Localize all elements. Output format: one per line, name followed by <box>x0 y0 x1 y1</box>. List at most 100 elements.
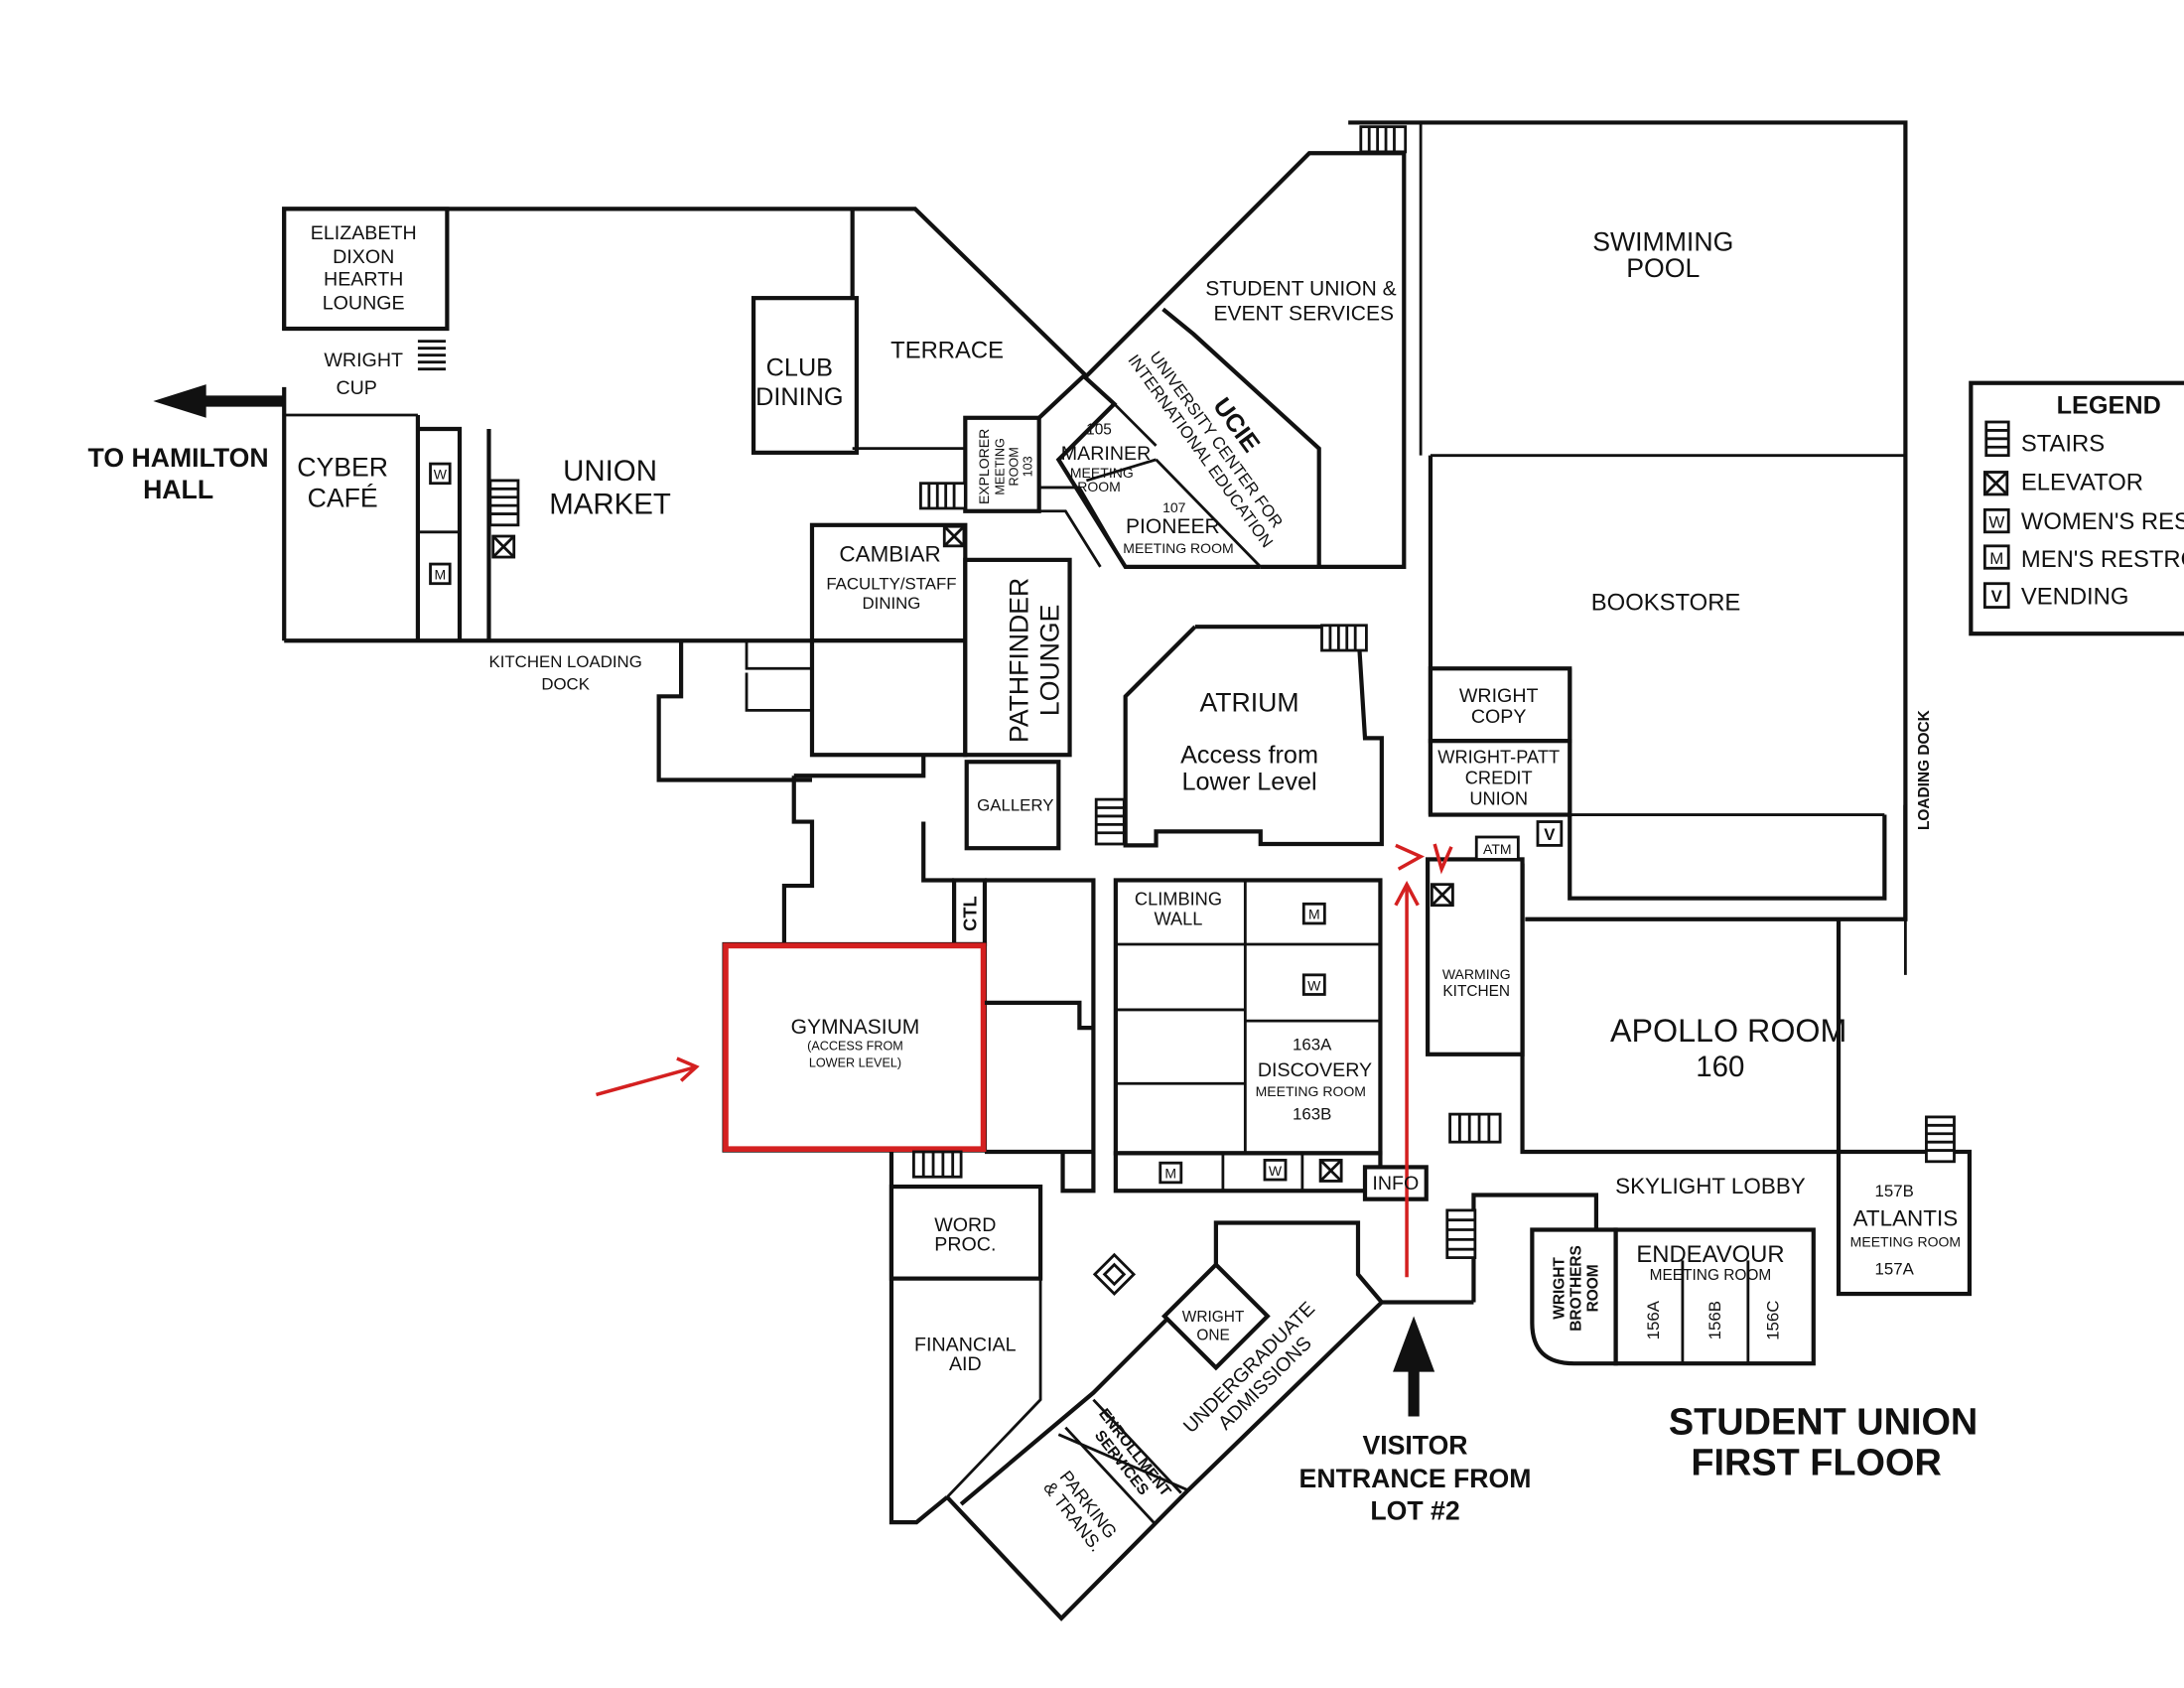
info-desk[interactable] <box>1362 1165 1429 1201</box>
womens-restroom-icon: W <box>1982 507 2010 534</box>
stairs-icon <box>1984 420 2010 458</box>
credit-union-label-1: WRIGHT-PATT <box>1437 747 1560 768</box>
womens-restroom-icon: W <box>1263 1158 1288 1182</box>
credit-union[interactable] <box>1428 739 1572 817</box>
gym-pointer-arrow-icon <box>596 1064 698 1097</box>
kitchen-dock-label-1: KITCHEN LOADING <box>488 652 641 671</box>
cambiar[interactable] <box>809 522 968 643</box>
legend-label-womens: WOMEN'S RESTROOM <box>2021 508 2184 535</box>
explorer-label-3: ROOM <box>1008 447 1022 486</box>
word-proc-label-1: WORD <box>934 1214 996 1236</box>
student-union-services-label-1: STUDENT UNION & <box>1205 277 1396 300</box>
visitor-entrance-label-1: VISITOR <box>1362 1430 1467 1460</box>
warming-kitchen-label-2: KITCHEN <box>1442 983 1510 1000</box>
discovery-label: DISCOVERY <box>1258 1059 1372 1081</box>
gallery-label: GALLERY <box>977 795 1053 814</box>
legend-label-elevator: ELEVATOR <box>2021 470 2143 496</box>
climbing-wall-label-1: CLIMBING <box>1135 889 1222 910</box>
legend-label-stairs: STAIRS <box>2021 430 2105 457</box>
atrium-sub-1: Access from <box>1180 742 1318 770</box>
svg-text:W: W <box>1988 513 2004 532</box>
skylight-lobby-label: SKYLIGHT LOBBY <box>1615 1174 1806 1198</box>
svg-text:M: M <box>435 567 447 583</box>
wright-brothers-room[interactable] <box>1530 1227 1618 1366</box>
wright-one-label-1: WRIGHT <box>1182 1309 1245 1326</box>
endeavour-156b-label: 156B <box>1706 1301 1724 1339</box>
endeavour-156a-label: 156A <box>1644 1300 1663 1339</box>
atlantis-meeting-room[interactable] <box>1836 1149 1973 1297</box>
womens-restroom-icon: W <box>1301 973 1326 996</box>
apollo-number: 160 <box>1696 1051 1744 1083</box>
atm-label: ATM <box>1483 841 1512 857</box>
svg-text:W: W <box>1269 1163 1283 1179</box>
cambiar-sub-1: FACULTY/STAFF <box>826 574 956 593</box>
to-hamilton-label-2: HALL <box>143 475 213 504</box>
elevator-icon <box>491 534 516 559</box>
explorer-label-2: MEETING <box>994 438 1008 494</box>
pathfinder-lounge[interactable] <box>963 557 1072 758</box>
loading-dock-label: LOADING DOCK <box>1916 710 1933 830</box>
svg-text:M: M <box>1989 549 2003 568</box>
elevator-icon <box>1982 471 2009 496</box>
wright-brothers-label-3: ROOM <box>1584 1264 1601 1312</box>
stairs-icon <box>1445 1208 1477 1259</box>
swimming-pool-label-1: SWIMMING <box>1592 226 1733 256</box>
svg-text:V: V <box>1544 825 1556 844</box>
cambiar-label: CAMBIAR <box>839 541 940 566</box>
wright-one-label-2: ONE <box>1196 1327 1229 1343</box>
stairs-icon <box>488 479 520 527</box>
legend-title: LEGEND <box>2057 392 2161 420</box>
mariner-number: 105 <box>1086 422 1112 439</box>
club-dining[interactable] <box>751 296 859 455</box>
hearth-label-4: LOUNGE <box>323 292 405 314</box>
cyber-cafe-label-2: CAFÉ <box>308 484 378 513</box>
cambiar-sub-2: DINING <box>863 594 921 613</box>
mariner-sub-2: ROOM <box>1077 479 1121 494</box>
wright-cup-label-2: CUP <box>336 377 376 399</box>
elevator-icon <box>1318 1158 1343 1183</box>
center-north <box>1037 151 1407 848</box>
hearth-label-2: DIXON <box>333 246 394 268</box>
hearth-label-3: HEARTH <box>324 269 403 291</box>
wright-copy-label-1: WRIGHT <box>1459 685 1539 707</box>
atrium[interactable] <box>1123 625 1384 848</box>
svg-text:M: M <box>1308 907 1320 922</box>
mariner-sub-1: MEETING <box>1070 465 1134 481</box>
gymnasium-sub-2: LOWER LEVEL) <box>809 1055 901 1069</box>
hearth-label-1: ELIZABETH <box>311 222 417 244</box>
visitor-entrance-label-2: ENTRANCE FROM <box>1299 1464 1532 1493</box>
map-title-line-1: STUDENT UNION <box>1669 1402 1978 1444</box>
mens-restroom-icon: M <box>1301 902 1326 925</box>
center-south <box>781 756 1474 1621</box>
mens-restroom-icon: M <box>1982 544 2010 570</box>
wright-one[interactable] <box>1160 1261 1271 1371</box>
legend-label-mens: MEN'S RESTROOM <box>2021 546 2184 573</box>
student-union-services-label-2: EVENT SERVICES <box>1213 303 1394 326</box>
explorer-meeting-room[interactable] <box>963 415 1041 513</box>
bookstore-label: BOOKSTORE <box>1591 589 1741 616</box>
word-proc-label-2: PROC. <box>934 1234 996 1256</box>
hearth-lounge[interactable] <box>282 207 450 332</box>
word-processing[interactable] <box>888 1184 1043 1281</box>
endeavour-label: ENDEAVOUR <box>1636 1241 1784 1268</box>
explorer-label-4: 103 <box>1022 456 1035 477</box>
info-label: INFO <box>1372 1173 1419 1195</box>
compass-icon <box>1092 1252 1137 1297</box>
terrace-label: TERRACE <box>890 337 1004 363</box>
arrow-to-hamilton-icon <box>153 384 283 418</box>
pathfinder-label-1: PATHFINDER <box>1004 578 1033 743</box>
stairs-icon <box>919 482 967 510</box>
svg-text:W: W <box>434 467 448 483</box>
discovery-sub: MEETING ROOM <box>1256 1083 1366 1099</box>
restroom-icons: W M M W M W V ATM <box>429 462 1564 1297</box>
arrows <box>153 384 1453 1417</box>
credit-union-label-3: UNION <box>1469 788 1528 809</box>
atlantis-label: ATLANTIS <box>1853 1205 1959 1230</box>
kitchen-dock-label-2: DOCK <box>541 674 590 693</box>
atm-box[interactable] <box>1474 835 1520 861</box>
mens-restroom-icon: M <box>1159 1161 1183 1185</box>
gallery[interactable] <box>964 760 1061 851</box>
stairs-icon <box>1359 125 1408 154</box>
gymnasium-sub-1: (ACCESS FROM <box>807 1040 903 1054</box>
elevator-icon <box>1430 883 1454 908</box>
